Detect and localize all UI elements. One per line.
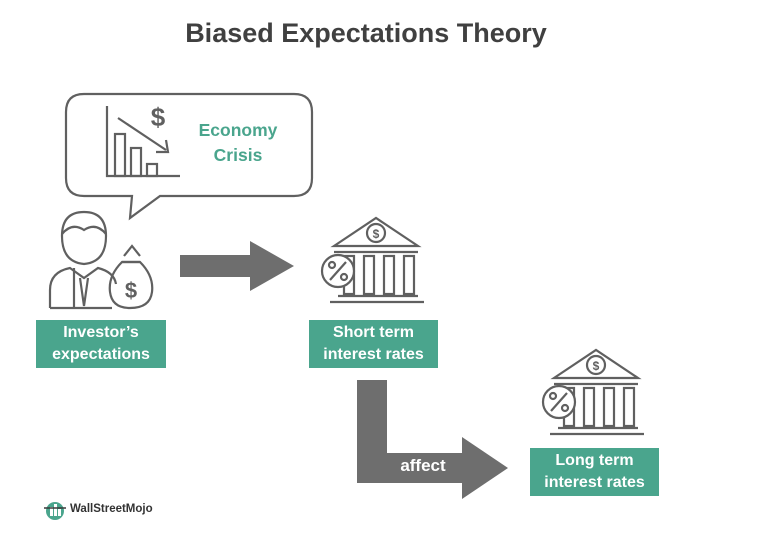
bubble-line-1: Economy bbox=[198, 120, 278, 140]
long-box-line-2: interest rates bbox=[544, 474, 645, 491]
bank-building-percent-icon: $ bbox=[541, 348, 644, 436]
elbow-arrow bbox=[357, 380, 508, 499]
diagram-title: Biased Expectations Theory bbox=[185, 18, 547, 48]
long-box-line-1: Long term bbox=[555, 452, 634, 469]
short-box-line-2: interest rates bbox=[323, 346, 424, 363]
long-term-rates-box: Long term interest rates bbox=[530, 448, 659, 496]
svg-text:$: $ bbox=[593, 359, 600, 373]
investor-expectations-box: Investor’s expectations bbox=[36, 320, 166, 368]
right-arrow bbox=[180, 241, 294, 291]
brand-name: WallStreetMojo bbox=[70, 503, 153, 515]
short-box-line-1: Short term bbox=[333, 324, 414, 341]
arrow-label: affect bbox=[400, 456, 446, 475]
svg-text:$: $ bbox=[373, 227, 380, 241]
svg-text:$: $ bbox=[151, 102, 166, 132]
investor-box-line-1: Investor’s bbox=[63, 324, 139, 341]
short-term-rates-box: Short term interest rates bbox=[309, 320, 438, 368]
bubble-text: Economy Crisis bbox=[194, 118, 282, 168]
bubble-line-2: Crisis bbox=[213, 145, 263, 165]
declining-bar-chart-icon: $ bbox=[105, 102, 180, 178]
bank-building-percent-icon: $ bbox=[320, 216, 424, 304]
investor-box-line-2: expectations bbox=[52, 346, 150, 363]
investor-with-money-bag-icon: $ bbox=[48, 210, 154, 310]
svg-text:$: $ bbox=[125, 278, 137, 303]
wallstreetmojo-logo-icon bbox=[44, 502, 66, 520]
